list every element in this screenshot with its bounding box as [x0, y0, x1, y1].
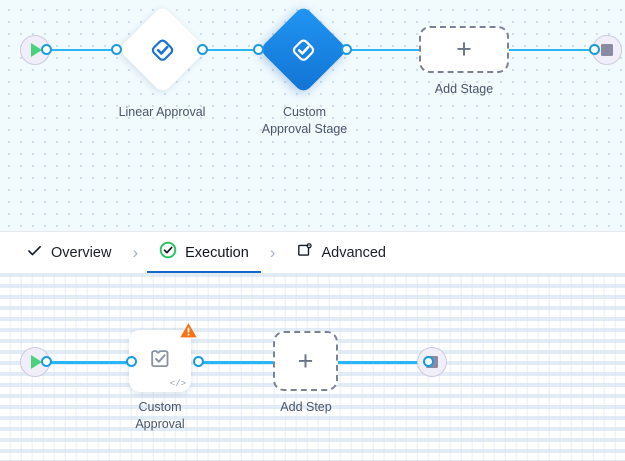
- stage-node-label-custom-approval-stage: Custom Approval Stage: [232, 104, 377, 138]
- warning-icon[interactable]: [179, 321, 198, 345]
- custom-approval-stage-output-port[interactable]: [341, 44, 352, 55]
- stage-node-custom-approval-stage[interactable]: [258, 4, 349, 95]
- tab-advanced-label: Advanced: [321, 244, 386, 261]
- step-label-line-1: Custom: [138, 400, 182, 414]
- tab-separator: ›: [269, 242, 276, 262]
- linear-approval-input-port[interactable]: [111, 44, 122, 55]
- add-step-label: Add Step: [280, 400, 332, 414]
- stage-config-tabs: Overview › Execution › Advanced: [0, 231, 625, 274]
- stage-node-label-linear-approval: Linear Approval: [118, 105, 206, 119]
- check-circle-icon: [159, 241, 177, 264]
- edge-custom-to-addstage: [344, 48, 422, 51]
- check-icon: [26, 242, 43, 264]
- stage-flow-canvas[interactable]: Linear Approval Custom Approval Stage + …: [0, 0, 625, 231]
- tab-overview-label: Overview: [51, 244, 112, 261]
- custom-approval-output-port[interactable]: [193, 356, 204, 367]
- custom-approval-stage-input-port[interactable]: [253, 44, 264, 55]
- approval-diamond-icon: [149, 36, 177, 64]
- play-icon: [31, 43, 42, 57]
- edge-linear-to-custom: [200, 48, 294, 51]
- step-end-input-port[interactable]: [423, 356, 434, 367]
- tab-execution-label: Execution: [185, 244, 249, 261]
- step-start-output-port[interactable]: [41, 356, 52, 367]
- step-node-label-custom-approval: Custom Approval: [100, 399, 220, 433]
- linear-approval-output-port[interactable]: [197, 44, 208, 55]
- stage-start-output-port[interactable]: [41, 44, 52, 55]
- edge-addstage-to-end: [506, 48, 592, 51]
- edge-start-to-linear: [44, 48, 164, 51]
- tab-separator: ›: [132, 242, 139, 262]
- stage-label-line-2: Approval Stage: [261, 122, 348, 136]
- tab-overview[interactable]: Overview: [14, 232, 123, 274]
- step-node-custom-approval[interactable]: </>: [129, 323, 197, 392]
- approval-diamond-icon: [290, 36, 318, 64]
- plus-icon: +: [456, 34, 472, 64]
- stage-end-input-port[interactable]: [589, 44, 600, 55]
- edge-start-to-custom-approval: [44, 361, 134, 364]
- tab-advanced[interactable]: Advanced: [284, 232, 398, 274]
- edge-custom-approval-to-addstep: [196, 361, 274, 364]
- stop-icon: [601, 44, 613, 56]
- stage-label-line-1: Custom: [282, 105, 327, 119]
- play-icon: [31, 355, 42, 369]
- add-stage-label: Add Stage: [434, 82, 494, 96]
- add-stage-button[interactable]: +: [419, 26, 509, 73]
- code-icon: </>: [169, 379, 186, 389]
- edge-addstep-to-end: [338, 361, 426, 364]
- plus-icon: +: [297, 345, 314, 376]
- add-step-button[interactable]: +: [273, 331, 338, 391]
- stage-node-linear-approval[interactable]: [117, 4, 208, 95]
- approval-step-icon: [145, 344, 175, 379]
- custom-approval-input-port[interactable]: [126, 356, 137, 367]
- tab-execution[interactable]: Execution: [147, 232, 261, 274]
- step-label-line-2: Approval: [135, 417, 185, 431]
- gear-square-icon: [296, 242, 313, 264]
- step-flow-canvas[interactable]: </> Custom Approval + Add Step: [0, 273, 625, 461]
